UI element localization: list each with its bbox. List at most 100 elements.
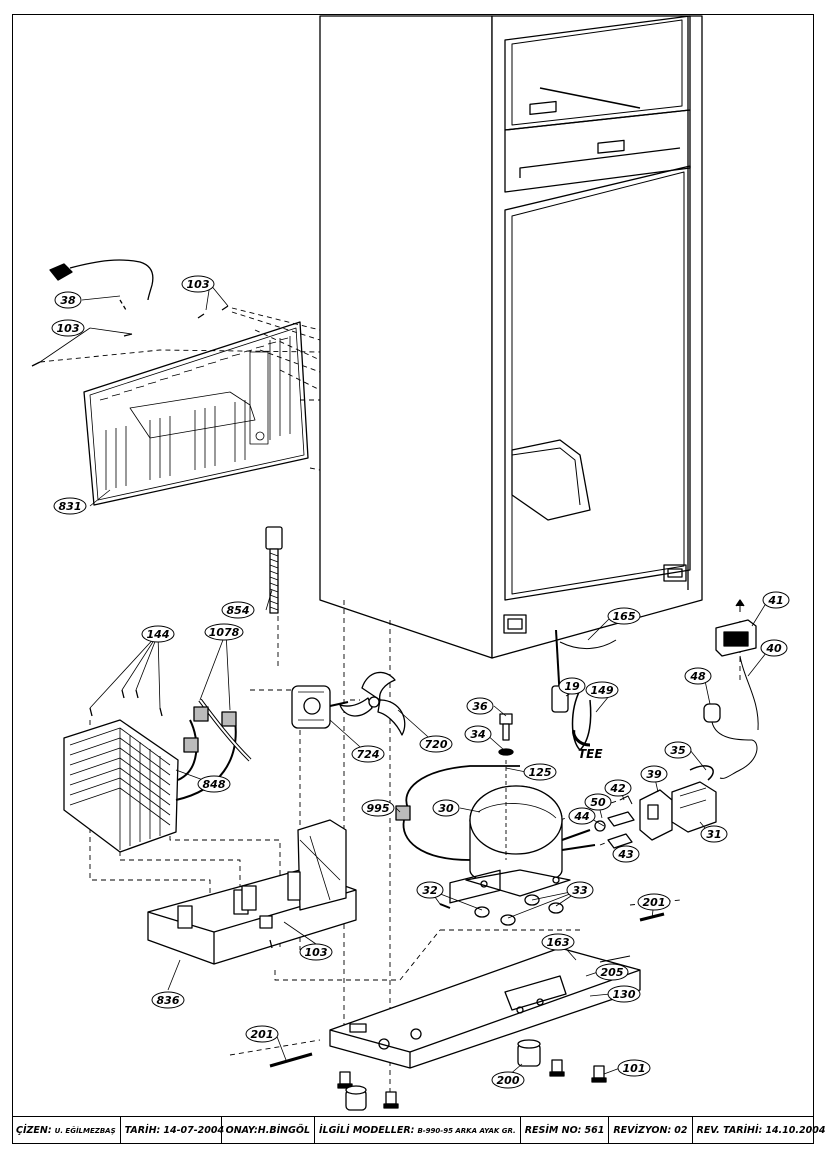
callout-bubble <box>432 799 460 817</box>
power-cord <box>49 259 154 311</box>
callout-bubble <box>491 1071 525 1089</box>
callout-19: 19 <box>558 677 586 695</box>
callout-201: 201 <box>245 1025 279 1043</box>
callout-bubble <box>684 667 712 685</box>
callout-35: 35 <box>664 741 692 759</box>
callout-200: 200 <box>491 1071 525 1089</box>
callout-103: 103 <box>51 319 85 337</box>
callout-number: 44 <box>573 810 589 823</box>
callout-number: 30 <box>438 802 454 815</box>
callout-number: 42 <box>609 782 626 795</box>
callout-number: 34 <box>470 728 485 741</box>
callout-bubble <box>351 745 385 763</box>
callout-bubble <box>204 623 244 641</box>
callout-bubble <box>361 799 395 817</box>
callout-32: 32 <box>416 881 444 899</box>
callout-number: 848 <box>203 778 226 791</box>
callout-130: 130 <box>607 985 641 1003</box>
callout-43: 43 <box>612 845 640 863</box>
revdate-label: REV. TARİHİ: <box>696 1125 763 1136</box>
date-cell: TARİH: 14-07-2004 <box>121 1117 224 1144</box>
callout-41: 41 <box>762 591 790 609</box>
picture-value: 561 <box>584 1125 605 1136</box>
callout-number: 103 <box>57 322 80 335</box>
callout-number: 50 <box>590 796 606 809</box>
callout-163: 163 <box>541 933 575 951</box>
callout-number: 201 <box>643 896 666 909</box>
callout-31: 31 <box>700 825 728 843</box>
callout-bubble <box>466 697 494 715</box>
callout-44: 44 <box>568 807 596 825</box>
bottom-screws <box>337 1059 607 1109</box>
fan-motor <box>291 685 349 729</box>
callout-bubble <box>584 793 612 811</box>
drawn-value: U. EĞİLMEZBAŞ <box>54 1126 116 1135</box>
callout-bubble <box>53 497 87 515</box>
callout-bubble <box>585 681 619 699</box>
callout-number: 200 <box>497 1074 520 1087</box>
socket-and-cable <box>703 599 759 779</box>
callout-bubble <box>762 591 790 609</box>
callout-995: 995 <box>361 799 395 817</box>
models-label: İLGİLİ MODELLER: <box>319 1125 415 1136</box>
callout-number: 144 <box>147 628 170 641</box>
callout-42: 42 <box>604 779 632 797</box>
base-plate <box>329 869 641 1069</box>
callout-bubble <box>760 639 788 657</box>
callout-724: 724 <box>351 745 385 763</box>
callout-bubble <box>151 991 185 1009</box>
callout-149: 149 <box>585 681 619 699</box>
callout-38: 38 <box>54 291 82 309</box>
callout-number: 163 <box>547 936 570 949</box>
callout-39: 39 <box>640 765 668 783</box>
callout-48: 48 <box>684 667 712 685</box>
callout-103: 103 <box>181 275 215 293</box>
callout-number: 165 <box>613 610 636 623</box>
callout-number: 149 <box>591 684 614 697</box>
callout-836: 836 <box>151 991 185 1009</box>
callout-34: 34 <box>464 725 492 743</box>
long-screw <box>265 526 283 614</box>
drawing-frame <box>12 14 814 1144</box>
callout-number: 48 <box>689 670 706 683</box>
drip-tray <box>147 819 357 965</box>
revdate-value: 14.10.2004 <box>765 1125 826 1136</box>
callout-125: 125 <box>523 763 557 781</box>
tee-label: TEE <box>578 747 603 761</box>
drawn-label: ÇİZEN: <box>16 1125 52 1136</box>
models-cell: İLGİLİ MODELLER: B-990-95 ARKA AYAK GR. <box>315 1117 521 1144</box>
drawn-by-cell: ÇİZEN: U. EĞİLMEZBAŞ <box>12 1117 121 1144</box>
callout-720: 720 <box>419 735 453 753</box>
callout-number: 125 <box>529 766 552 779</box>
revision-value: 02 <box>674 1125 688 1136</box>
fan-blade <box>339 671 406 736</box>
callout-number: 201 <box>251 1028 274 1041</box>
callout-number: 130 <box>613 988 636 1001</box>
callout-number: 40 <box>765 642 782 655</box>
small-screws <box>31 305 273 949</box>
callout-bubble <box>566 881 594 899</box>
date-label: TARİH: <box>124 1125 161 1136</box>
callout-number: 720 <box>425 738 448 751</box>
callout-bubble <box>664 741 692 759</box>
callout-bubble <box>54 291 82 309</box>
callout-205: 205 <box>595 963 629 981</box>
models-value: B-990-95 ARKA AYAK GR. <box>417 1126 516 1135</box>
callout-number: 724 <box>357 748 380 761</box>
callout-33: 33 <box>566 881 594 899</box>
picture-label: RESİM NO: <box>524 1125 582 1136</box>
callout-bubble <box>51 319 85 337</box>
approved-value: ONAY:H.BİNGÖL <box>225 1125 310 1136</box>
callout-bubble <box>464 725 492 743</box>
callout-number: 39 <box>646 768 662 781</box>
callout-number: 831 <box>59 500 82 513</box>
revision-cell: REVİZYON: 02 <box>609 1117 693 1144</box>
callout-30: 30 <box>432 799 460 817</box>
compressor <box>465 785 596 897</box>
callout-number: 854 <box>227 604 250 617</box>
callout-number: 103 <box>305 946 328 959</box>
callout-40: 40 <box>760 639 788 657</box>
callout-bubble <box>299 943 333 961</box>
